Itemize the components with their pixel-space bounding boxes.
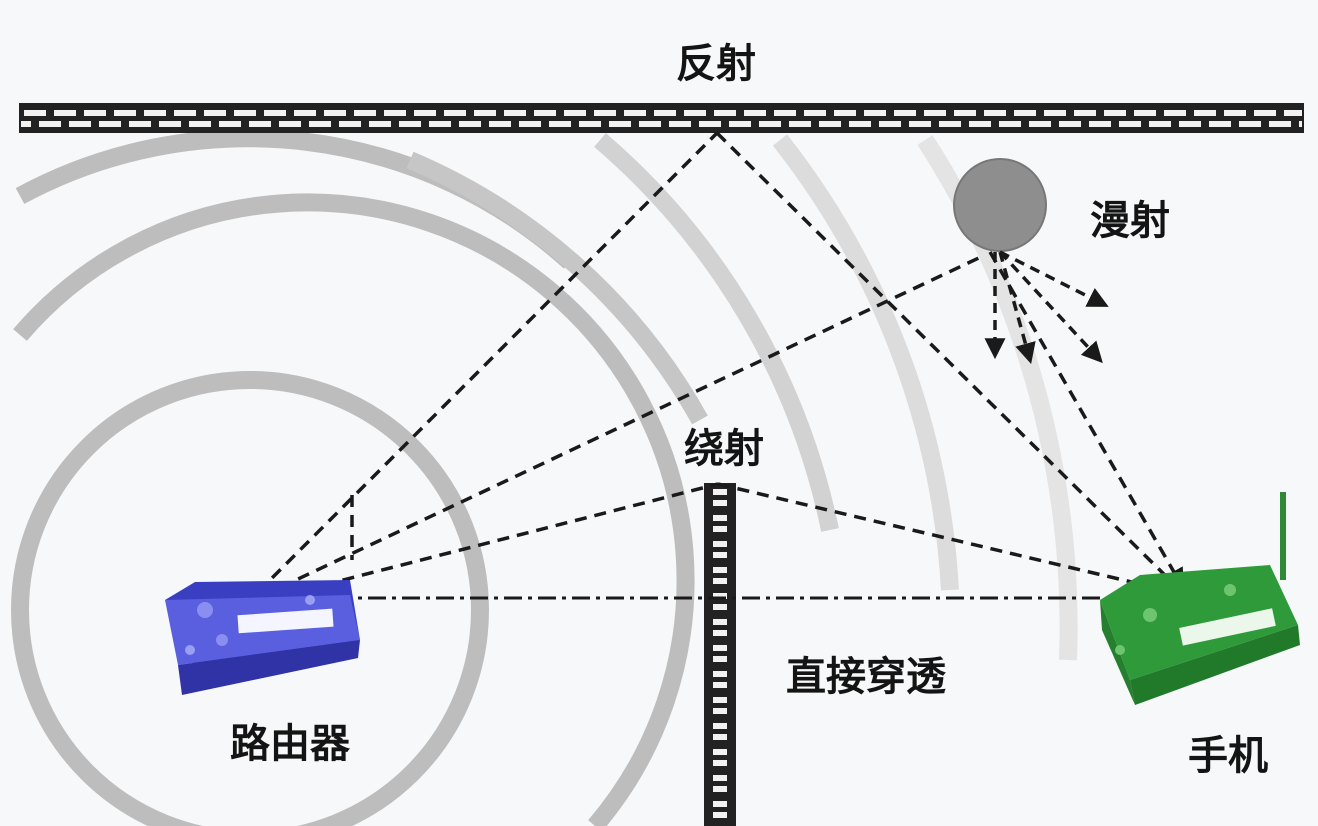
wave-arc-4 xyxy=(594,133,839,532)
label-router: 路由器 xyxy=(230,721,350,767)
router-device-icon xyxy=(165,580,360,695)
label-direct-penetration: 直接穿透 xyxy=(786,654,946,700)
scatter-arrow-4 xyxy=(998,250,1103,364)
phone-device-icon xyxy=(1100,492,1300,705)
wave-arc-1 xyxy=(11,371,489,826)
label-phone: 手机 xyxy=(1188,733,1268,779)
obstacle-sphere-icon xyxy=(953,158,1047,252)
diffraction-path-in xyxy=(264,482,719,602)
scatter-arrow-2 xyxy=(998,251,1036,365)
scatter-path-in xyxy=(261,253,986,598)
label-diffraction: 绕射 xyxy=(684,426,764,472)
reflection-path-out xyxy=(715,131,1183,593)
reflecting-wall xyxy=(19,103,1304,133)
scatter-arrow-3 xyxy=(999,250,1109,307)
label-scattering: 漫射 xyxy=(1090,198,1170,244)
propagation-paths xyxy=(256,131,1185,602)
reflection-path-in xyxy=(256,131,719,594)
diffraction-post xyxy=(704,483,736,826)
scatter-path-to-phone xyxy=(988,251,1185,590)
wave-arc-3b xyxy=(406,151,708,425)
signal-wave-arcs xyxy=(11,129,1078,826)
label-reflection: 反射 xyxy=(676,41,756,87)
wave-arc-2 xyxy=(13,193,695,826)
scatter-arrows xyxy=(984,250,1109,365)
wave-arc-5 xyxy=(772,134,959,591)
